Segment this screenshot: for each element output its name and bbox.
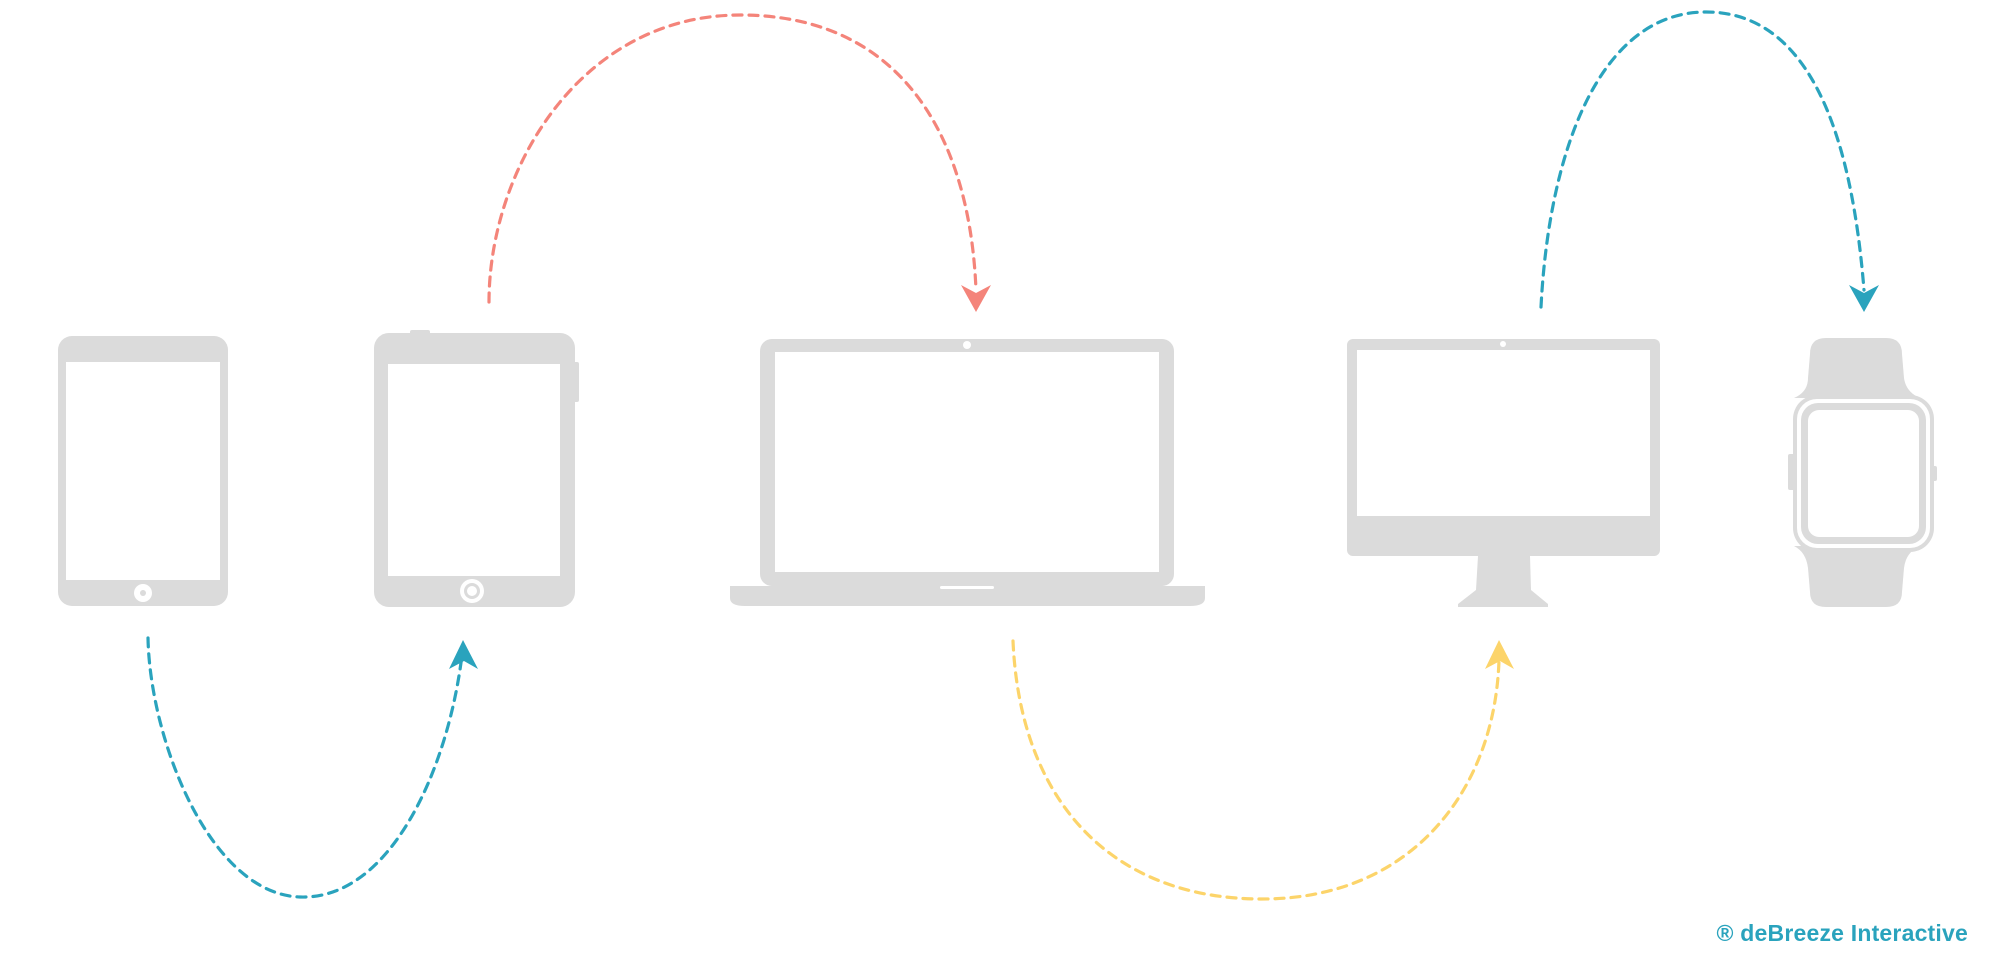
arrow-head-icon <box>961 285 991 312</box>
arrow-head-icon <box>1485 640 1514 669</box>
arrow-head-icon <box>1849 285 1879 312</box>
connection-laptop-to-desktop <box>1011 639 1514 901</box>
connection-tablet-to-laptop <box>487 13 991 312</box>
desktop-monitor-icon <box>1347 339 1660 607</box>
smartwatch-icon <box>1788 338 1937 607</box>
connection-desktop-to-watch <box>1539 10 1879 312</box>
copyright-credit: ® deBreeze Interactive <box>1716 920 1968 946</box>
laptop-icon <box>730 339 1205 606</box>
connection-tablet-small-to-tablet <box>146 636 478 899</box>
tablet-icon <box>374 330 579 607</box>
tablet-small-icon <box>58 336 228 606</box>
arrow-head-icon <box>449 640 478 669</box>
